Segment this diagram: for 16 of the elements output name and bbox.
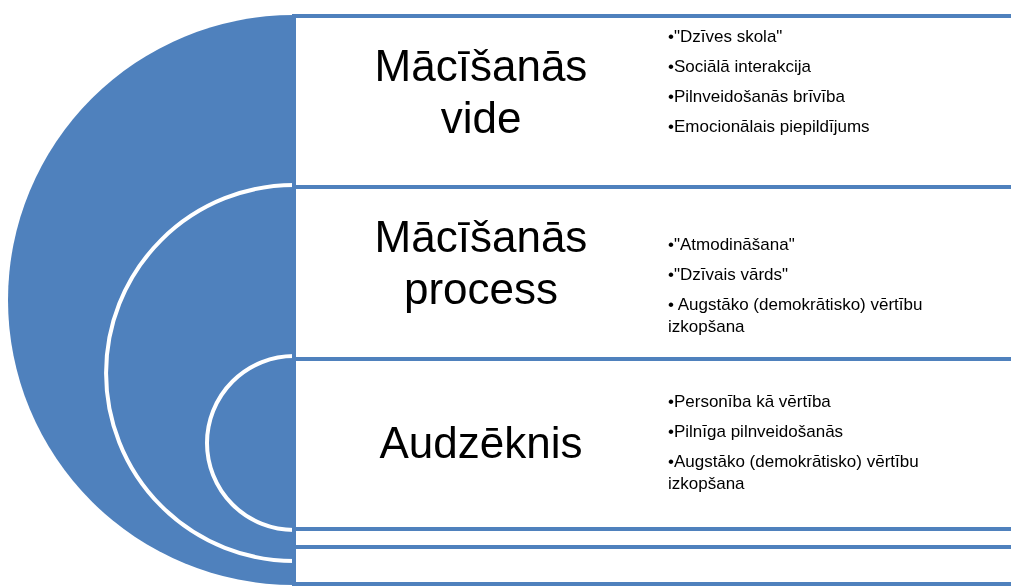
bullet-item: •"Dzīves skola" bbox=[668, 26, 784, 48]
bullet-item: •Pilnīga pilnveidošanās bbox=[668, 421, 845, 443]
text-band bbox=[292, 14, 1011, 185]
bullet-item: • Augstāko (demokrātisko) vērtību izkopšana bbox=[668, 294, 924, 338]
band-heading: Mācīšanās vide bbox=[373, 40, 589, 144]
bullet-item: •Sociālā interakcija bbox=[668, 56, 812, 78]
text-band bbox=[292, 185, 1011, 357]
bullet-item: •"Atmodināšana" bbox=[668, 234, 796, 256]
bullet-item: •Emocionālais piepildījums bbox=[668, 116, 871, 138]
bullet-item: •"Dzīvais vārds" bbox=[668, 264, 790, 286]
band-heading: Mācīšanās process bbox=[373, 211, 589, 315]
bullet-item: •Pilnveidošanās brīvība bbox=[668, 86, 846, 108]
bullet-item: •Augstāko (demokrātisko) vērtību izkopšana bbox=[668, 451, 920, 495]
band-heading: Audzēknis bbox=[378, 417, 584, 469]
text-band bbox=[292, 357, 1011, 527]
bullet-item: •Personība kā vērtība bbox=[668, 391, 832, 413]
